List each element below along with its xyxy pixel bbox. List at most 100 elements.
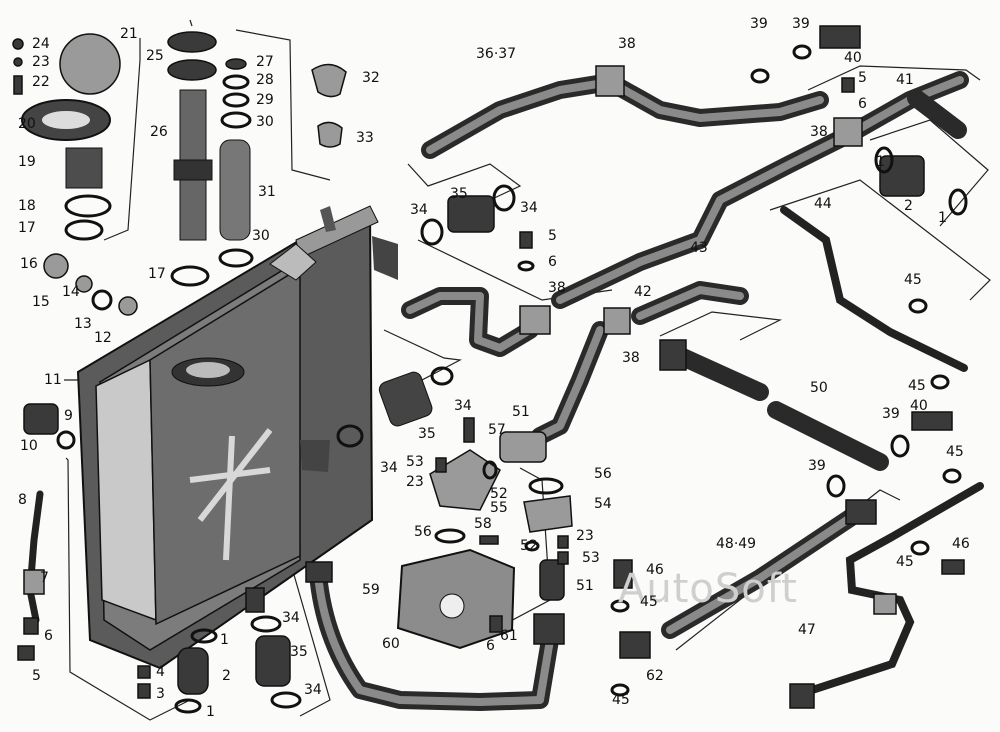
part-number-label: 4 bbox=[156, 664, 165, 680]
part-number-label: 45 bbox=[904, 272, 922, 288]
part-number-label: 45 bbox=[640, 594, 658, 610]
part-number-label: 24 bbox=[32, 36, 50, 52]
part-number-label: 54 bbox=[594, 496, 612, 512]
part-number-label: 6 bbox=[486, 638, 495, 654]
part-number-label: 19 bbox=[18, 154, 36, 170]
part-number-label: 35 bbox=[418, 426, 436, 442]
part-number-label: 17 bbox=[148, 266, 166, 282]
callout-labels: 2423222120191817161514131211109876525262… bbox=[18, 16, 970, 720]
part-number-label: 8 bbox=[18, 492, 27, 508]
part-number-label: 45 bbox=[896, 554, 914, 570]
part-number-label: 20 bbox=[18, 116, 36, 132]
part-number-label: 34 bbox=[454, 398, 472, 414]
part-number-label: 27 bbox=[256, 54, 274, 70]
part-number-label: 2 bbox=[222, 668, 231, 684]
part-number-label: 30 bbox=[256, 114, 274, 130]
mid-parts bbox=[336, 366, 573, 650]
part-number-label: 39 bbox=[792, 16, 810, 32]
leader-lines bbox=[64, 19, 991, 721]
part-number-label: 39 bbox=[750, 16, 768, 32]
part-number-label: 12 bbox=[94, 330, 112, 346]
left-small-parts bbox=[17, 403, 302, 714]
part-number-label: 33 bbox=[356, 130, 374, 146]
part-number-label: 40 bbox=[844, 50, 862, 66]
part-number-label: 13 bbox=[74, 316, 92, 332]
part-number-label: 30 bbox=[252, 228, 270, 244]
part-number-label: 53 bbox=[406, 454, 424, 470]
part-number-label: 38 bbox=[622, 350, 640, 366]
part-number-label: 6 bbox=[44, 628, 53, 644]
part-number-label: 35 bbox=[450, 186, 468, 202]
part-number-label: 28 bbox=[256, 72, 274, 88]
part-number-label: 38 bbox=[548, 280, 566, 296]
part-number-label: 38 bbox=[618, 36, 636, 52]
part-number-label: 22 bbox=[32, 74, 50, 90]
part-number-label: 1 bbox=[220, 632, 229, 648]
part-number-label: 45 bbox=[908, 378, 926, 394]
part-number-label: 57 bbox=[488, 422, 506, 438]
part-number-label: 18 bbox=[18, 198, 36, 214]
part-number-label: 23 bbox=[32, 54, 50, 70]
part-number-label: 61 bbox=[500, 628, 518, 644]
part-number-label: 23 bbox=[576, 528, 594, 544]
part-number-label: 5 bbox=[548, 228, 557, 244]
hose-stack bbox=[167, 31, 347, 287]
part-number-label: 5 bbox=[32, 668, 41, 684]
part-number-label: 6 bbox=[548, 254, 557, 270]
part-number-label: 23 bbox=[406, 474, 424, 490]
part-number-label: 10 bbox=[20, 438, 38, 454]
part-number-label: 39 bbox=[882, 406, 900, 422]
part-number-label: 16 bbox=[20, 256, 38, 272]
radiator-assembly bbox=[76, 205, 398, 670]
part-number-label: 9 bbox=[64, 408, 73, 424]
part-number-label: 45 bbox=[612, 692, 630, 708]
part-number-label: 40 bbox=[910, 398, 928, 414]
part-number-label: 26 bbox=[150, 124, 168, 140]
part-number-label: 42 bbox=[634, 284, 652, 300]
part-number-label: 39 bbox=[808, 458, 826, 474]
part-number-label: 56 bbox=[414, 524, 432, 540]
lower-pipes bbox=[305, 206, 984, 711]
part-number-label: 51 bbox=[512, 404, 530, 420]
part-number-label: 31 bbox=[258, 184, 276, 200]
part-number-label: 52 bbox=[520, 538, 538, 554]
part-number-label: 46 bbox=[646, 562, 664, 578]
part-number-label: 2 bbox=[904, 198, 913, 214]
part-number-label: 50 bbox=[810, 380, 828, 396]
part-number-label: 6 bbox=[858, 96, 867, 112]
part-number-label: 5 bbox=[858, 70, 867, 86]
part-number-label: 38 bbox=[810, 124, 828, 140]
part-number-label: 1 bbox=[876, 154, 885, 170]
part-number-label: 21 bbox=[120, 26, 138, 42]
part-number-label: 34 bbox=[410, 202, 428, 218]
part-number-label: 62 bbox=[646, 668, 664, 684]
part-number-label: 3 bbox=[156, 686, 165, 702]
part-number-label: 55 bbox=[490, 500, 508, 516]
part-number-label: 52 bbox=[490, 486, 508, 502]
part-number-label: 34 bbox=[380, 460, 398, 476]
part-number-label: 1 bbox=[206, 704, 215, 720]
part-number-label: 29 bbox=[256, 92, 274, 108]
part-number-label: 15 bbox=[32, 294, 50, 310]
part-number-label: 51 bbox=[576, 578, 594, 594]
part-number-label: 35 bbox=[290, 644, 308, 660]
part-number-label: 34 bbox=[304, 682, 322, 698]
part-number-label: 1 bbox=[938, 210, 947, 226]
part-number-label: 34 bbox=[520, 200, 538, 216]
part-number-label: 45 bbox=[946, 444, 964, 460]
part-number-label: 43 bbox=[690, 240, 708, 256]
part-number-label: 59 bbox=[362, 582, 380, 598]
filler-neck-parts bbox=[12, 33, 138, 316]
part-number-label: 44 bbox=[814, 196, 832, 212]
watermark-text: AutoSoft bbox=[618, 566, 798, 612]
part-number-label: 58 bbox=[474, 516, 492, 532]
part-number-label: 41 bbox=[896, 72, 914, 88]
part-number-label: 48·49 bbox=[716, 536, 756, 552]
part-number-label: 60 bbox=[382, 636, 400, 652]
upper-pipes bbox=[401, 25, 969, 445]
part-number-label: 34 bbox=[282, 610, 300, 626]
part-number-label: 11 bbox=[44, 372, 62, 388]
part-number-label: 14 bbox=[62, 284, 80, 300]
